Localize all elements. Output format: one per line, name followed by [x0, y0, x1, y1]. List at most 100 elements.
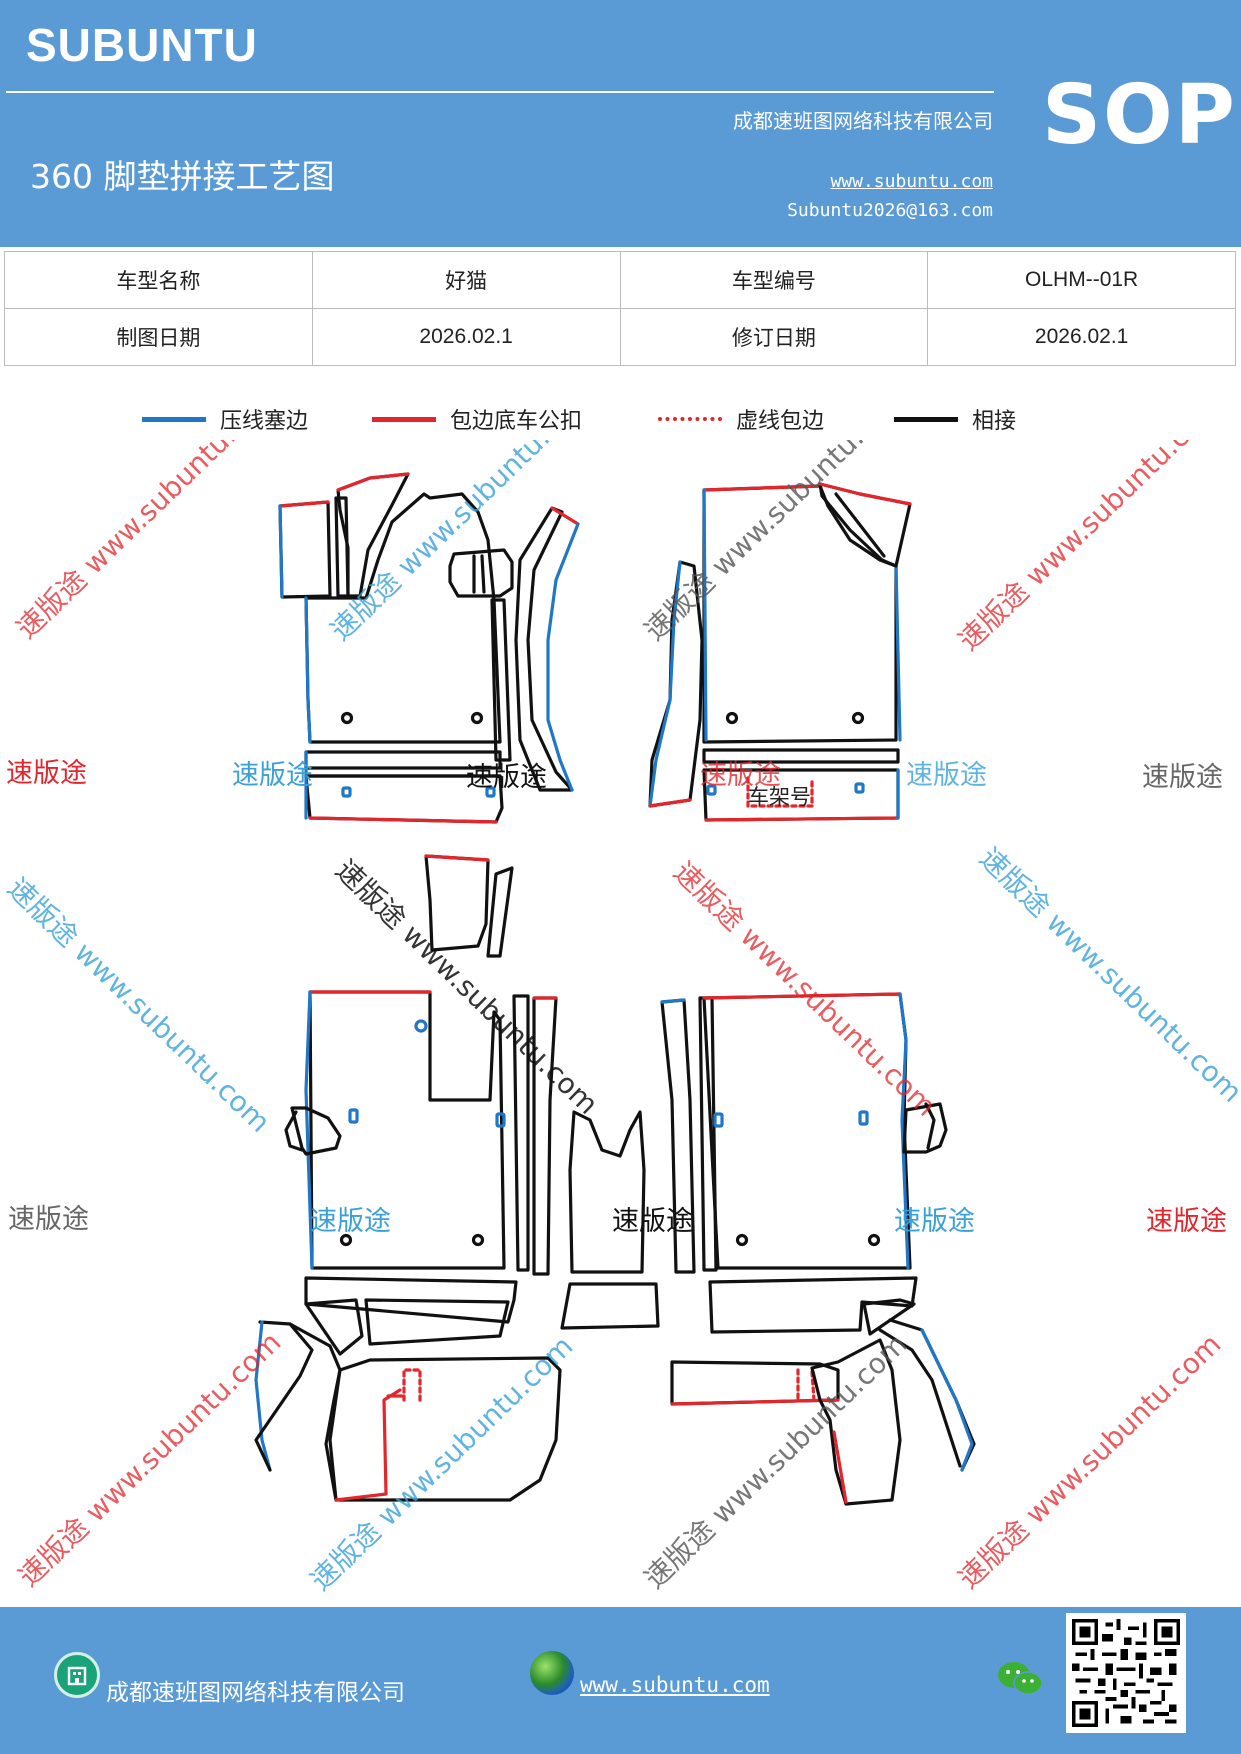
watermark-text: 速版途 www.subuntu.com — [952, 440, 1227, 657]
rr-strip-1-blue — [660, 998, 686, 1004]
company-name: 成都速班图网络科技有限公司 — [733, 109, 993, 133]
watermark-text: 速版途 www.subuntu.com — [329, 853, 604, 1121]
fr-hole — [851, 711, 865, 725]
rr-main-top-red — [702, 992, 902, 1000]
watermark-text: 速版途 — [1146, 1206, 1227, 1237]
watermark-text: 速版途 www.subuntu.com — [324, 440, 599, 647]
document-title: 360 脚垫拼接工艺图 — [30, 157, 335, 196]
globe-icon — [530, 1651, 574, 1695]
rr-bottom-3-red — [670, 1398, 840, 1406]
center-tunnel — [568, 1110, 646, 1274]
rl-hole — [471, 1233, 485, 1247]
legend-item-hem-buckle: 包边底车公扣 — [372, 404, 582, 434]
fl-pedal-cutout-inner — [472, 554, 486, 594]
rr-bottom-dashed — [796, 1368, 816, 1404]
watermark-text: 速版途 — [906, 760, 987, 791]
floor-mat-diagram: 车架号 速版途 www.subuntu.com 速版途 www.subuntu.… — [1, 440, 1241, 1597]
fl-tunnel-strip — [490, 598, 512, 762]
fr-left-side-blue — [648, 560, 682, 808]
fl-right-side-red — [550, 506, 580, 526]
fr-bottom-red — [704, 816, 900, 822]
fl-top-wedge-red — [336, 472, 410, 492]
brand-logo: SUBUNTU — [26, 19, 258, 71]
rr-hole — [735, 1233, 749, 1247]
vehicle-info-table: 车型名称 好猫 车型编号 OLHM--01R 制图日期 2026.02.1 修订… — [4, 251, 1236, 366]
watermark-text: 速版途 www.subuntu.com — [1, 871, 276, 1139]
rr-arc-inner — [878, 1328, 962, 1468]
rl-clip-round — [414, 1019, 428, 1033]
watermark-text: 速版途 — [466, 762, 547, 793]
rl-arc-outer-blue — [254, 1320, 272, 1472]
watermark-text: 速版途 — [894, 1206, 975, 1237]
rear-top-flap-red — [424, 854, 490, 862]
watermark-text: 速版途 www.subuntu.com — [10, 440, 285, 645]
fr-heel-strip-1 — [702, 748, 900, 764]
fr-main-top-red — [702, 484, 822, 492]
watermark-text: 速版途 www.subuntu.com — [638, 440, 913, 647]
watermark-layer: 速版途 www.subuntu.com 速版途 www.subuntu.com … — [1, 440, 1241, 1597]
watermark-text: 速版途 — [612, 1206, 693, 1237]
wechat-icon[interactable] — [996, 1659, 1044, 1699]
fr-left-side-red — [648, 798, 692, 808]
rl-strip-1 — [512, 994, 530, 1272]
watermark-text: 速版途 — [232, 760, 313, 791]
front-right-mat-group — [648, 482, 912, 822]
header-banner: SUBUNTU 成都速班图网络科技有限公司 360 脚垫拼接工艺图 www.su… — [0, 0, 1241, 247]
rl-bottom-big-red — [334, 1388, 402, 1502]
label-cell: 修订日期 — [619, 308, 929, 366]
table-row: 制图日期 2026.02.1 修订日期 2026.02.1 — [4, 308, 1236, 366]
fl-bottom-piece — [304, 774, 504, 824]
label-cell: 车型名称 — [4, 251, 313, 309]
fr-frame-number-dashed — [746, 776, 814, 808]
front-left-mat-group — [278, 472, 580, 824]
rl-main-body — [308, 990, 506, 1270]
fl-bottom-red — [308, 816, 498, 824]
legend-swatch — [372, 416, 436, 422]
footer-website-link[interactable]: www.subuntu.com — [580, 1673, 770, 1697]
rl-flap — [290, 1106, 342, 1156]
footer-banner: 成都速班图网络科技有限公司 www.subuntu.com — [0, 1607, 1241, 1754]
watermark-text: 速版途 www.subuntu.com — [973, 841, 1241, 1109]
value-cell: OLHM--01R — [927, 251, 1236, 309]
legend-label: 虚线包边 — [736, 409, 825, 434]
footer-company-name: 成都速班图网络科技有限公司 — [106, 1680, 405, 1706]
fr-main-body — [702, 484, 898, 744]
rr-strip-2 — [698, 996, 718, 1272]
rr-clip — [713, 1112, 724, 1128]
rl-bottom-3 — [364, 1298, 510, 1346]
rl-bottom-big — [328, 1356, 562, 1502]
legend-item-press-line: 压线塞边 — [142, 404, 308, 434]
rr-bottom-big — [810, 1338, 902, 1506]
table-row: 车型名称 好猫 车型编号 OLHM--01R — [4, 251, 1236, 309]
email-address: Subuntu2026@163.com — [787, 200, 993, 221]
rr-bottom-big-red — [832, 1430, 848, 1504]
fl-pedal-cutout — [448, 548, 514, 598]
fr-corner-wedge-red — [818, 482, 912, 506]
watermark-text: 速版途 — [6, 758, 87, 789]
watermark-text: 速版途 — [1142, 762, 1223, 793]
fl-main-left-blue — [304, 596, 312, 744]
fl-side-flap — [278, 500, 332, 599]
rr-bottom-1 — [708, 1276, 918, 1334]
sop-badge: SOP — [1042, 68, 1237, 163]
rr-flap — [902, 1102, 948, 1154]
rr-arc-outer-blue — [920, 1328, 974, 1472]
legend-item-dashed-hem: 虚线包边 — [658, 404, 824, 434]
fl-clip — [341, 786, 352, 798]
label-cell: 车型编号 — [619, 251, 929, 309]
qr-code — [1066, 1613, 1186, 1733]
fl-clip — [485, 786, 496, 798]
fr-clip — [854, 782, 865, 794]
website-link[interactable]: www.subuntu.com — [830, 171, 993, 192]
fr-clip — [706, 784, 717, 796]
building-icon — [54, 1652, 100, 1698]
watermark-text: 速版途 — [8, 1204, 89, 1235]
fl-main-body — [304, 492, 502, 744]
fr-hole — [725, 711, 739, 725]
rl-hole — [339, 1233, 353, 1247]
rr-hole — [867, 1233, 881, 1247]
legend-swatch — [142, 416, 206, 422]
fl-side-flap-left — [278, 504, 284, 599]
watermark-text: 速版途 www.subuntu.com — [952, 1327, 1227, 1595]
rl-flap-inner — [284, 1110, 304, 1152]
